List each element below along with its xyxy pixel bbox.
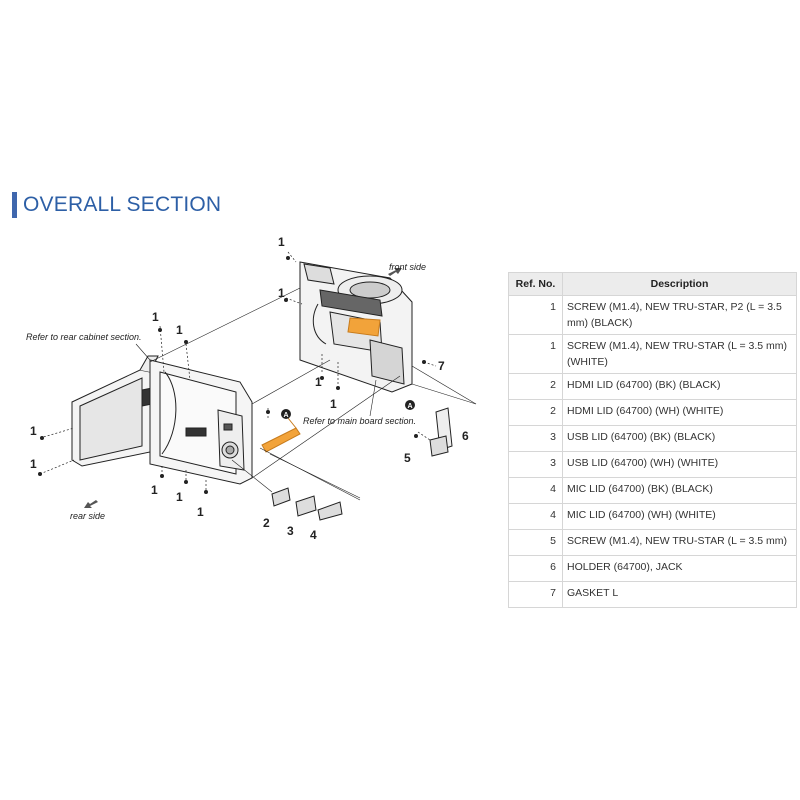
svg-text:A: A — [283, 412, 288, 419]
callout-4: 4 — [310, 528, 317, 542]
description-cell: HDMI LID (64700) (WH) (WHITE) — [562, 399, 797, 426]
section-header: OVERALL SECTION — [12, 192, 221, 218]
callout-1: 1 — [197, 505, 204, 519]
ref-cell: 1 — [508, 295, 563, 335]
page-title: OVERALL SECTION — [23, 193, 222, 216]
description-cell: HDMI LID (64700) (BK) (BLACK) — [562, 373, 797, 400]
callout-1: 1 — [330, 397, 337, 411]
ref-cell: 4 — [508, 503, 563, 530]
marker-a-1: A — [281, 409, 291, 419]
marker-a-2: A — [405, 400, 415, 410]
rear-arrow-icon — [84, 500, 98, 508]
label-rear-side: rear side — [70, 511, 105, 521]
callout-1: 1 — [315, 375, 322, 389]
ref-cell: 2 — [508, 399, 563, 426]
callout-3: 3 — [287, 524, 294, 538]
description-cell: USB LID (64700) (WH) (WHITE) — [562, 451, 797, 478]
ref-cell: 4 — [508, 477, 563, 504]
description-cell: GASKET L — [562, 581, 797, 608]
mic-lid — [317, 501, 343, 521]
section-accent-bar — [12, 192, 17, 218]
ref-cell: 2 — [508, 373, 563, 400]
description-header: Description — [562, 272, 797, 296]
callout-1: 1 — [176, 490, 183, 504]
svg-text:A: A — [407, 403, 412, 410]
hdmi-lid — [271, 487, 291, 507]
description-cell: SCREW (M1.4), NEW TRU-STAR, P2 (L = 3.5 … — [562, 295, 797, 335]
callout-1: 1 — [152, 310, 159, 324]
flex-cable — [261, 427, 301, 453]
ref-cell: 1 — [508, 334, 563, 374]
callout-1: 1 — [30, 424, 37, 438]
callout-1: 1 — [176, 323, 183, 337]
callout-2: 2 — [263, 516, 270, 530]
label-refer-main-board: Refer to main board section. — [303, 416, 416, 426]
ref-no-header: Ref. No. — [508, 272, 563, 296]
label-refer-rear-cabinet: Refer to rear cabinet section. — [26, 332, 142, 342]
description-cell: SCREW (M1.4), NEW TRU-STAR (L = 3.5 mm) … — [562, 334, 797, 374]
callout-1: 1 — [278, 235, 285, 249]
callout-6: 6 — [462, 429, 469, 443]
callout-7: 7 — [438, 359, 445, 373]
callout-1: 1 — [30, 457, 37, 471]
description-cell: MIC LID (64700) (WH) (WHITE) — [562, 503, 797, 530]
callout-1: 1 — [151, 483, 158, 497]
ref-cell: 3 — [508, 425, 563, 452]
callout-1: 1 — [278, 286, 285, 300]
usb-lid — [295, 495, 317, 517]
ref-cell: 6 — [508, 555, 563, 582]
ref-cell: 7 — [508, 581, 563, 608]
front-arrow-icon — [388, 268, 402, 276]
description-cell: SCREW (M1.4), NEW TRU-STAR (L = 3.5 mm) — [562, 529, 797, 556]
description-cell: HOLDER (64700), JACK — [562, 555, 797, 582]
exploded-view-diagram: A A Refer to rear cabinet section. Refer… — [0, 228, 500, 548]
ref-cell: 3 — [508, 451, 563, 478]
callout-5: 5 — [404, 451, 411, 465]
ref-cell: 5 — [508, 529, 563, 556]
description-cell: USB LID (64700) (BK) (BLACK) — [562, 425, 797, 452]
diagram-svg: A A Refer to rear cabinet section. Refer… — [26, 235, 477, 542]
description-cell: MIC LID (64700) (BK) (BLACK) — [562, 477, 797, 504]
label-front-side: front side — [389, 262, 426, 272]
